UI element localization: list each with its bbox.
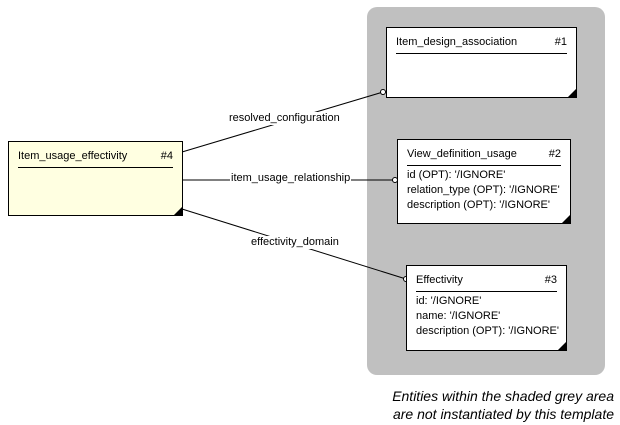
link-end-resolved-configuration	[380, 89, 386, 95]
entity-number: #3	[544, 274, 557, 286]
entity-header: Item_design_association #1	[396, 28, 567, 54]
label-effectivity-domain: effectivity_domain	[250, 236, 340, 249]
attribute-id: id (OPT): '/IGNORE'	[407, 169, 506, 181]
entity-view-definition-usage[interactable]: View_definition_usage #2 id (OPT): '/IGN…	[397, 139, 571, 224]
label-resolved-configuration: resolved_configuration	[228, 112, 341, 125]
corner-marker-icon	[562, 215, 570, 223]
entity-item-design-association[interactable]: Item_design_association #1	[386, 27, 577, 98]
attribute-relation-type: relation_type (OPT): '/IGNORE'	[407, 184, 560, 196]
entity-item-usage-effectivity[interactable]: Item_usage_effectivity #4	[8, 141, 183, 216]
entity-effectivity[interactable]: Effectivity #3 id: '/IGNORE' name: '/IGN…	[406, 265, 567, 351]
corner-marker-icon	[568, 89, 576, 97]
entity-number: #1	[554, 36, 567, 48]
attribute-id: id: '/IGNORE'	[416, 295, 482, 307]
entity-name: Item_design_association	[396, 36, 518, 48]
label-item-usage-relationship: item_usage_relationship	[230, 172, 352, 185]
attribute-description: description (OPT): '/IGNORE'	[407, 199, 550, 211]
entity-header: Item_usage_effectivity #4	[18, 142, 173, 168]
entity-name: Item_usage_effectivity	[18, 150, 128, 162]
entity-number: #2	[548, 148, 561, 160]
entity-name: View_definition_usage	[407, 148, 517, 160]
entity-header: View_definition_usage #2	[407, 140, 561, 166]
grey-area-caption: Entities within the shaded grey area are…	[392, 387, 614, 423]
attribute-name: name: '/IGNORE'	[416, 310, 501, 322]
entity-header: Effectivity #3	[416, 266, 557, 292]
caption-line-1: Entities within the shaded grey area	[392, 388, 614, 404]
attribute-list: id (OPT): '/IGNORE' relation_type (OPT):…	[407, 168, 561, 213]
entity-number: #4	[160, 150, 173, 162]
entity-name: Effectivity	[416, 274, 463, 286]
caption-line-2: are not instantiated by this template	[392, 406, 614, 422]
attribute-list: id: '/IGNORE' name: '/IGNORE' descriptio…	[416, 294, 559, 339]
corner-marker-icon	[174, 207, 182, 215]
corner-marker-icon	[558, 342, 566, 350]
attribute-description: description (OPT): '/IGNORE'	[416, 325, 559, 337]
